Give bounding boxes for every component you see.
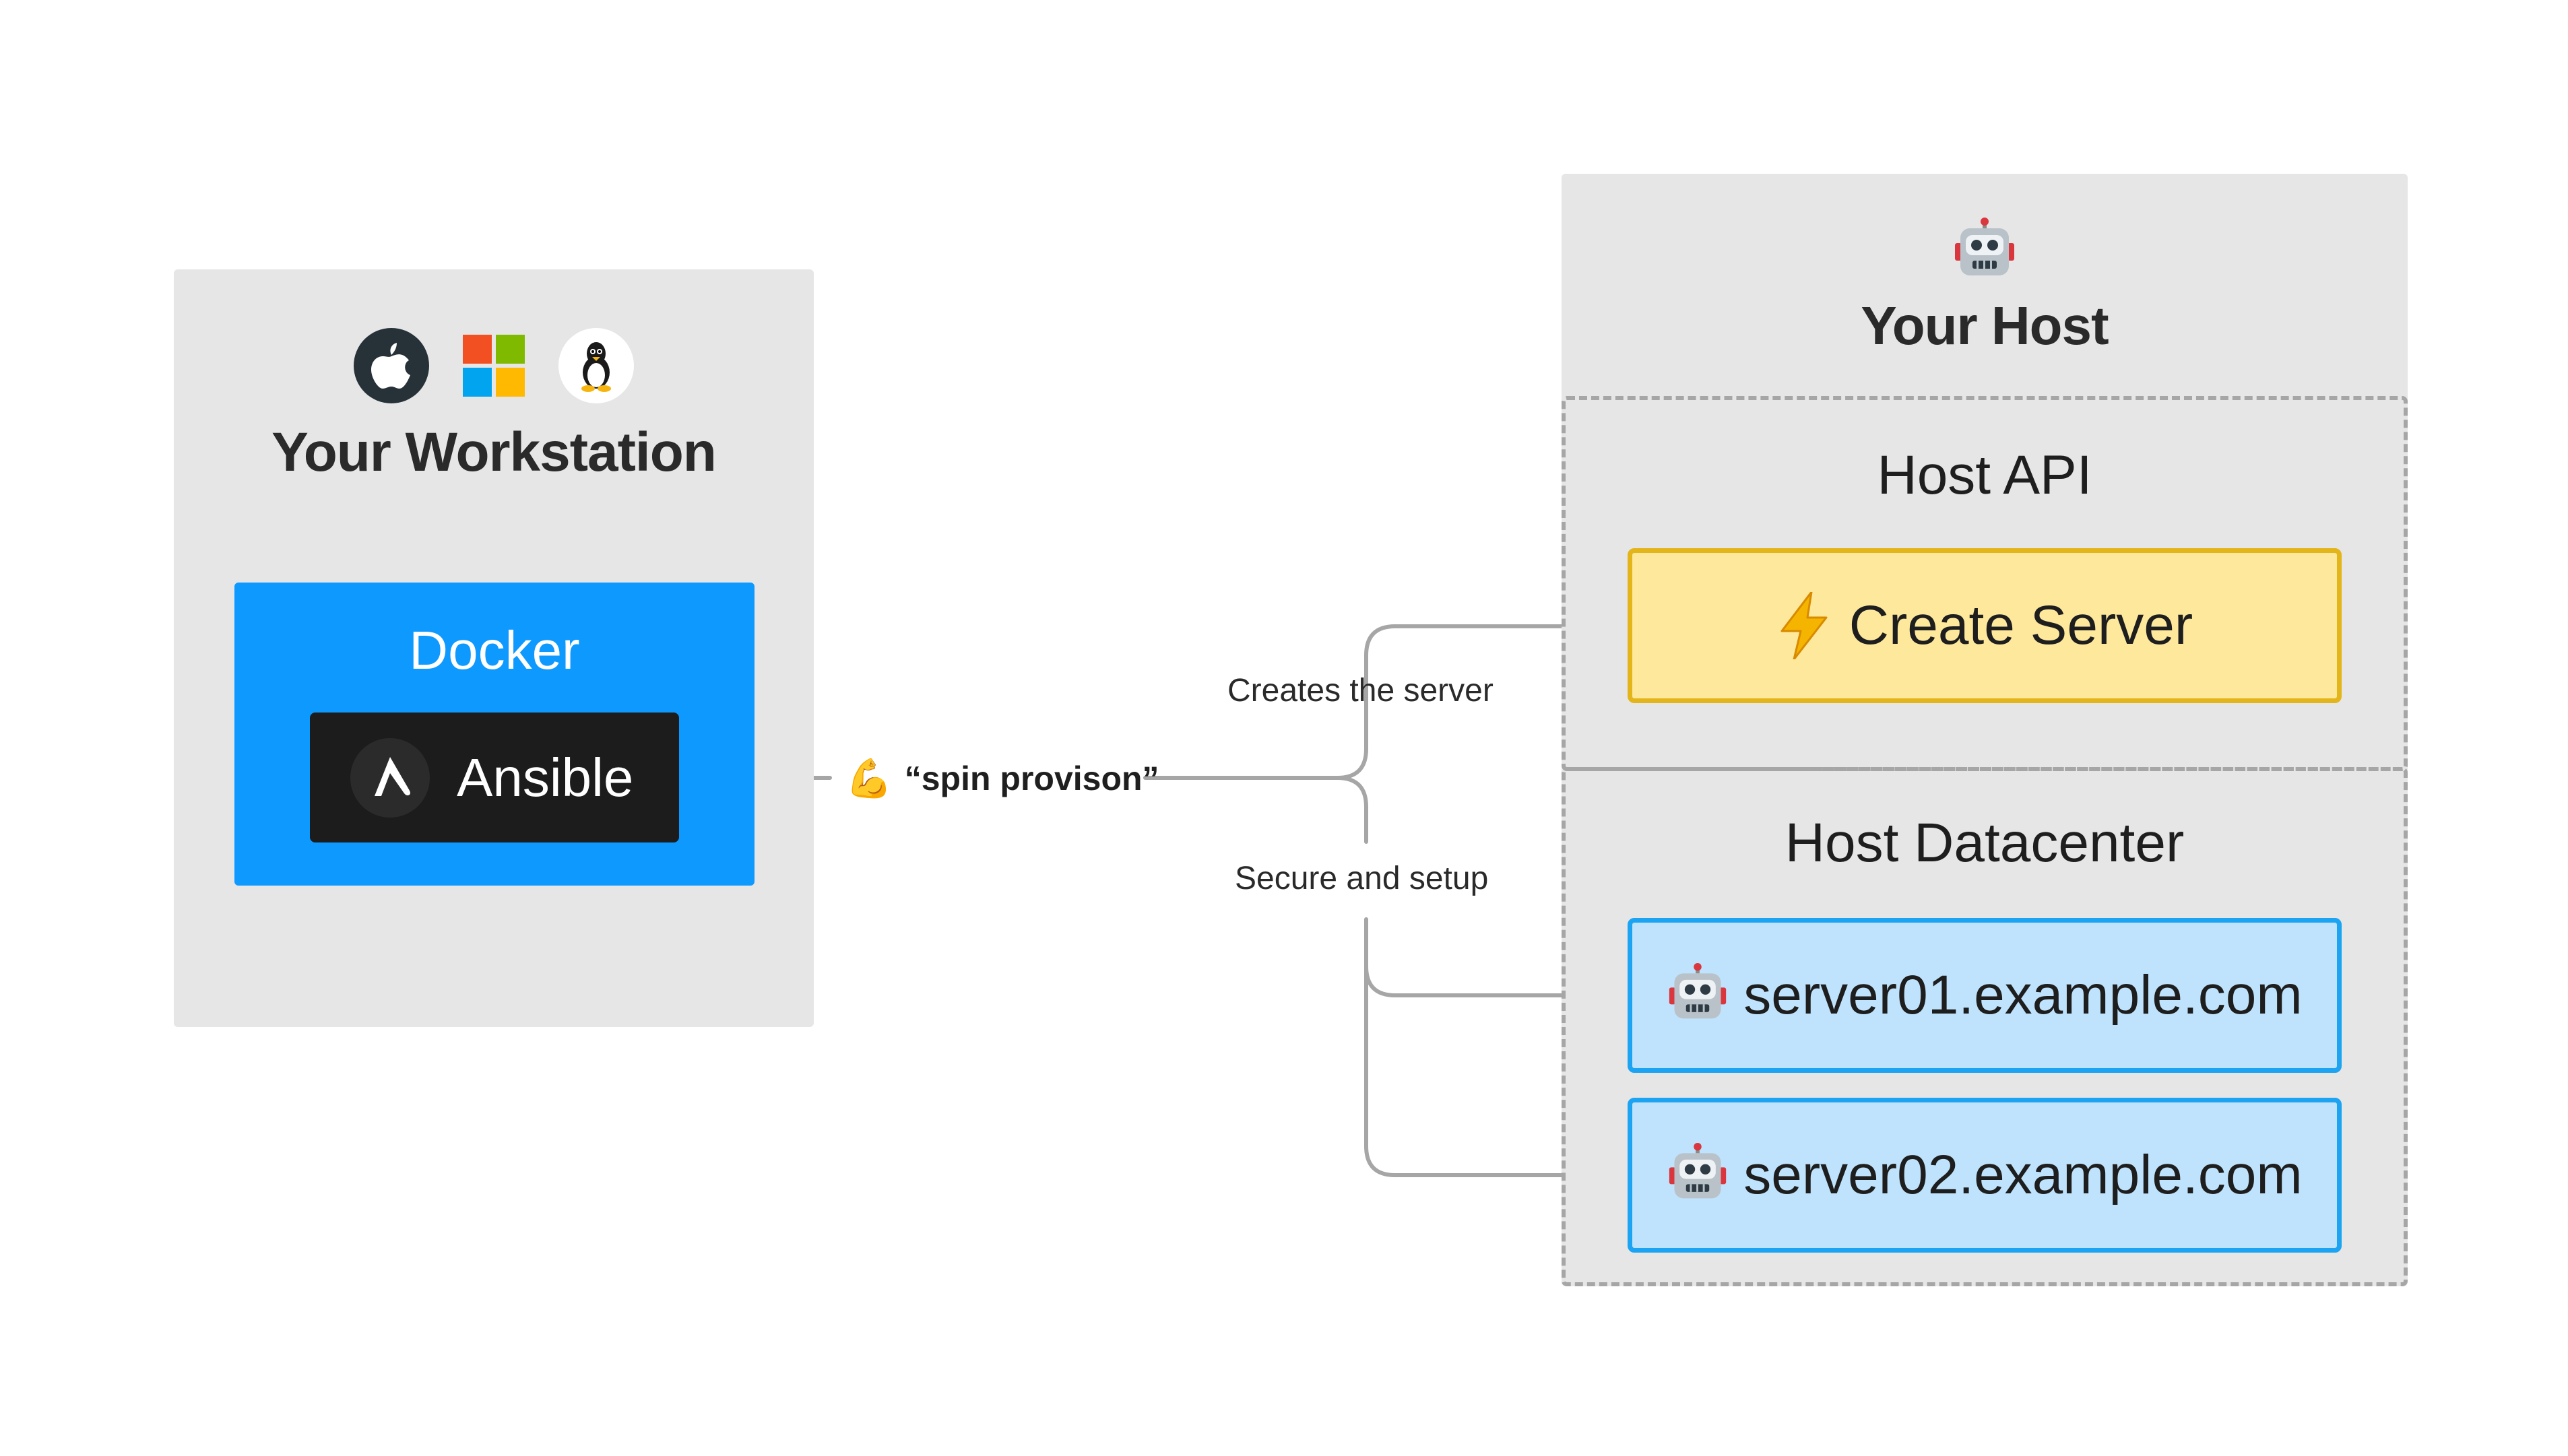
wire-to-create-server <box>1335 624 1612 780</box>
apple-icon <box>354 327 429 403</box>
linux-tux-icon <box>558 327 634 403</box>
workstation-title: Your Workstation <box>271 422 717 483</box>
ansible-icon <box>350 737 430 818</box>
ansible-label: Ansible <box>457 747 634 807</box>
create-server-label: Create Server <box>1849 595 2193 656</box>
flexed-biceps-icon: 💪 <box>845 757 893 799</box>
server01-label: server01.example.com <box>1743 964 2303 1026</box>
wire-to-datacenter <box>1335 776 1368 844</box>
host-title: Your Host <box>1861 296 2109 356</box>
host-panel: Your Host Host API Create Server Host Da… <box>1562 174 2408 1286</box>
create-server-box: Create Server <box>1628 548 2342 703</box>
robot-icon <box>1562 218 2408 282</box>
docker-container: Docker Ansible <box>234 583 755 886</box>
robot-icon <box>1667 1142 1729 1208</box>
server02-box: server02.example.com <box>1628 1098 2342 1253</box>
wire-to-server02 <box>1364 964 1612 1177</box>
host-api-section: Host API Create Server <box>1562 396 2408 771</box>
robot-icon <box>1667 962 1729 1028</box>
host-api-title: Host API <box>1877 444 2092 506</box>
host-datacenter-section: Host Datacenter server01.example.com <box>1562 767 2408 1286</box>
lightning-icon <box>1776 591 1830 661</box>
secure-setup-label: Secure and setup <box>1235 861 1489 896</box>
spin-provision-label: 💪 “spin provison” <box>845 756 1159 801</box>
workstation-panel: Your Workstation Docker Ansible <box>174 269 814 1027</box>
server01-box: server01.example.com <box>1628 918 2342 1073</box>
os-icons <box>174 327 814 404</box>
creates-server-label: Creates the server <box>1227 673 1494 708</box>
windows-icon <box>456 328 532 403</box>
host-datacenter-title: Host Datacenter <box>1785 812 2185 873</box>
ansible-box: Ansible <box>310 713 679 842</box>
spin-command-text: “spin provison” <box>904 760 1159 797</box>
server02-label: server02.example.com <box>1743 1144 2303 1205</box>
docker-label: Docker <box>409 620 580 680</box>
